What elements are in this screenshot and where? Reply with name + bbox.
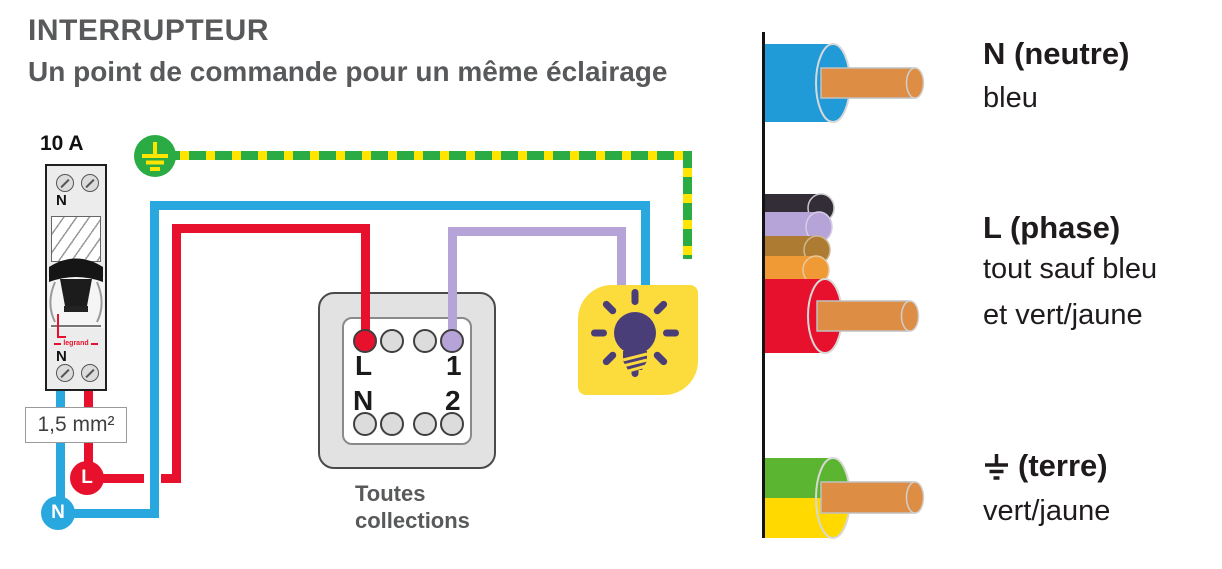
page-subtitle: Un point de commande pour un même éclair… bbox=[28, 56, 668, 87]
brand-dash bbox=[90, 342, 98, 345]
earth-badge bbox=[134, 135, 176, 177]
earth-wire-vertical bbox=[683, 151, 692, 259]
phase-wire-bottom-a bbox=[101, 474, 144, 483]
neutral-wire-bottom bbox=[70, 509, 159, 518]
switch-terminal bbox=[413, 412, 437, 436]
neutral-node: N bbox=[41, 496, 75, 530]
phase-wire-top bbox=[172, 224, 370, 233]
earth-wire-horizontal bbox=[163, 151, 692, 160]
switched-wire-switch-drop bbox=[448, 227, 457, 342]
screw-icon bbox=[81, 174, 99, 192]
neutral-wire-breaker-stub bbox=[56, 386, 65, 506]
neutral-wire-lamp-drop bbox=[641, 201, 650, 291]
legend-earth-title: (terre) bbox=[983, 448, 1108, 484]
switch-label-l: L bbox=[355, 350, 373, 381]
legend-phase-title: L (phase) bbox=[983, 210, 1121, 245]
breaker-terminal-label-top: N bbox=[56, 192, 67, 209]
phase-cables-illustration bbox=[765, 193, 920, 354]
breaker-window bbox=[51, 216, 101, 262]
earth-ground-icon bbox=[142, 142, 168, 171]
legend-phase-subtitle-1: tout sauf bleu bbox=[983, 253, 1158, 285]
phase-wire-bottom-b bbox=[161, 474, 181, 483]
screw-icon bbox=[56, 364, 74, 382]
brand-row: legrand bbox=[51, 340, 101, 347]
lamp bbox=[578, 285, 698, 395]
switch-terminal bbox=[413, 329, 437, 353]
screw-icon bbox=[56, 174, 74, 192]
neutral-wire-riser bbox=[150, 201, 159, 518]
switch-terminal bbox=[440, 412, 464, 436]
switch-terminal bbox=[353, 412, 377, 436]
phase-wire-switch-drop bbox=[361, 224, 370, 342]
neutral-cable-illustration bbox=[765, 43, 925, 123]
switch-caption-line2: collections bbox=[355, 508, 470, 533]
legrand-mark bbox=[57, 314, 66, 338]
wire-size-label: 1,5 mm² bbox=[25, 407, 127, 443]
legend-earth-subtitle: vert/jaune bbox=[983, 495, 1111, 527]
page-title: INTERRUPTEUR bbox=[28, 14, 270, 47]
circuit-breaker: N legrand N bbox=[45, 164, 107, 391]
legend-neutral-subtitle: bleu bbox=[983, 82, 1038, 114]
legend-earth-title-text: (terre) bbox=[1018, 448, 1108, 483]
earth-ground-icon bbox=[985, 454, 1008, 480]
switch-label-2: 2 bbox=[445, 385, 461, 416]
switch-label-1: 1 bbox=[446, 350, 462, 381]
switch-terminal bbox=[380, 329, 404, 353]
switch-terminal-1 bbox=[440, 329, 464, 353]
legend-neutral-title: N (neutre) bbox=[983, 36, 1130, 71]
earth-cable-illustration bbox=[765, 457, 925, 539]
switched-wire-lamp-drop bbox=[617, 227, 626, 289]
legend-divider bbox=[762, 32, 765, 538]
breaker-rating-label: 10 A bbox=[40, 132, 84, 155]
light-bulb-icon bbox=[591, 289, 679, 377]
brand-label: legrand bbox=[63, 340, 89, 347]
switch-terminal bbox=[380, 412, 404, 436]
switch-caption-line1: Toutes bbox=[355, 481, 426, 506]
switched-wire-top bbox=[448, 227, 626, 236]
breaker-terminal-label-bottom: N bbox=[56, 348, 67, 365]
screw-icon bbox=[81, 364, 99, 382]
neutral-wire-top bbox=[150, 201, 650, 210]
legend-phase-subtitle-2: et vert/jaune bbox=[983, 299, 1143, 331]
switch-label-n: N bbox=[353, 385, 374, 416]
phase-wire-riser bbox=[172, 224, 181, 483]
switch-terminal-l bbox=[353, 329, 377, 353]
brand-dash bbox=[54, 342, 62, 345]
phase-node: L bbox=[70, 461, 104, 495]
breaker-toggle-icon bbox=[48, 258, 104, 328]
